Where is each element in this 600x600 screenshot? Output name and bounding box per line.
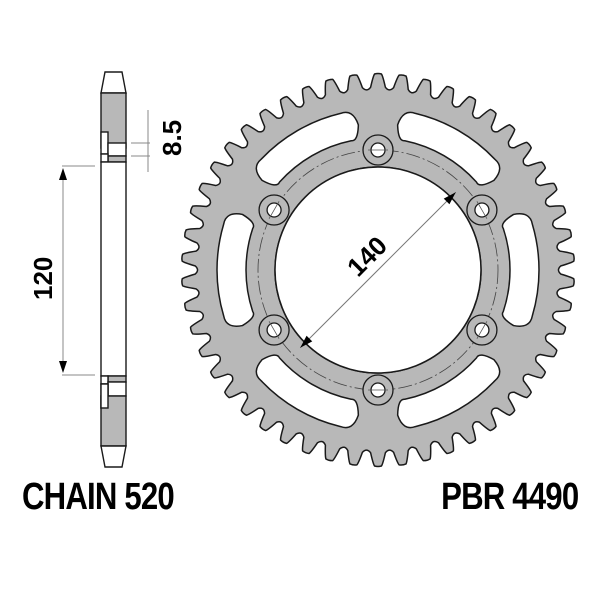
profile-bottom-tooth — [100, 445, 127, 468]
dimension-arrow-icon — [443, 192, 456, 205]
part-number-label: PBR 4490 — [440, 476, 579, 518]
chain-size-label: CHAIN 520 — [22, 476, 175, 518]
dimension-arrow-icon — [300, 335, 313, 348]
arrow-down-icon — [59, 361, 67, 373]
thickness-label: 8.5 — [157, 120, 187, 156]
hub-height-label: 120 — [28, 257, 58, 300]
profile-hub — [100, 161, 127, 377]
arrow-up-icon — [59, 168, 67, 180]
side-profile — [100, 71, 127, 468]
profile-top-tooth — [100, 71, 127, 94]
thickness-dimension — [131, 110, 150, 172]
hub-height-dimension — [59, 165, 95, 376]
diameter-dimension-line — [299, 191, 457, 349]
sprocket-front-view — [181, 72, 575, 468]
